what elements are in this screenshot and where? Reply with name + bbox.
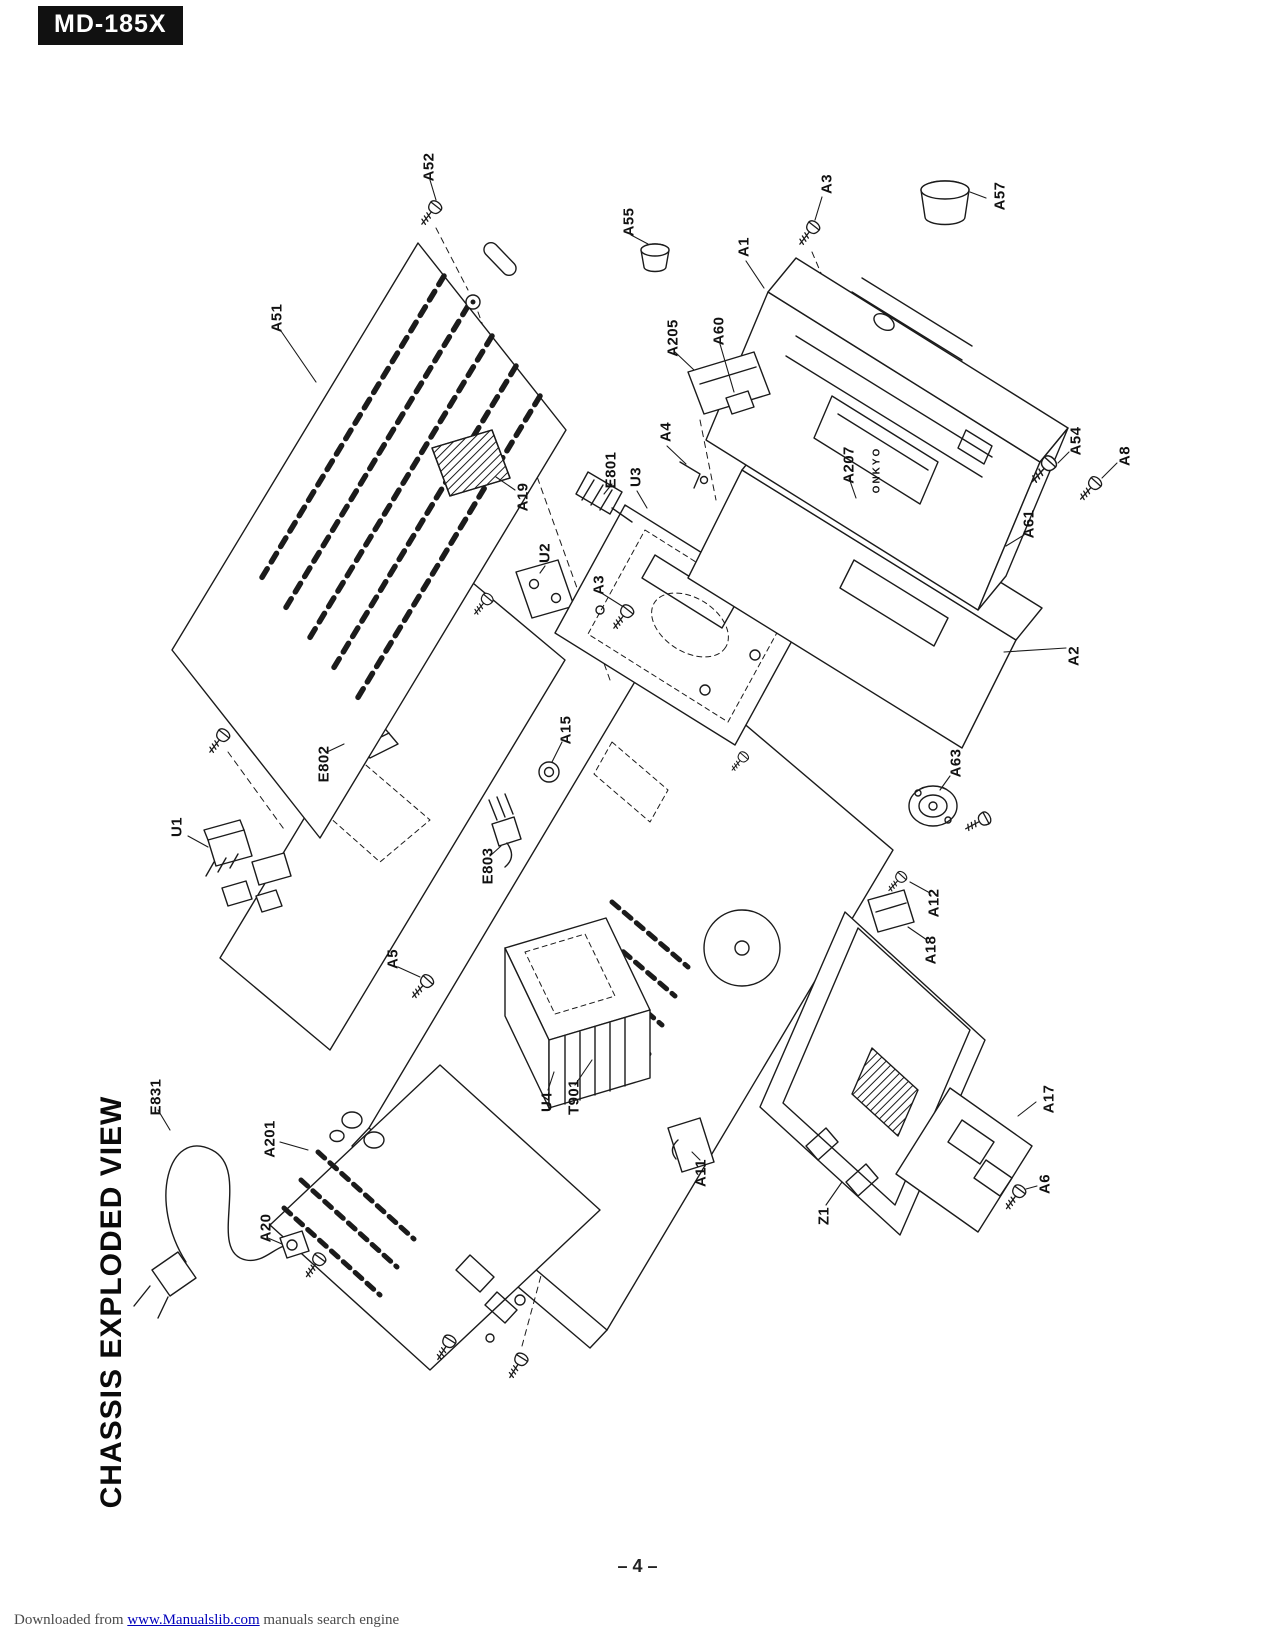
part-label-e803: E803 [479, 847, 497, 885]
manualslib-link[interactable]: www.Manualslib.com [127, 1612, 260, 1628]
part-label-u4: U4 [538, 1092, 556, 1112]
part-label-a5: A5 [384, 949, 402, 969]
part-label-e802: E802 [315, 745, 333, 783]
part-label-a201: A201 [261, 1120, 279, 1158]
part-main-pcb [219, 567, 566, 1051]
part-label-a15: A15 [557, 715, 575, 745]
part-a55-cap [640, 243, 670, 273]
part-label-a18: A18 [922, 935, 940, 965]
part-label-a4: A4 [657, 422, 675, 442]
part-a205-door [687, 351, 771, 415]
part-label-a57: A57 [991, 181, 1009, 211]
part-t901-transformer [504, 917, 651, 1109]
part-u1-power-connectors [203, 819, 292, 913]
part-label-u2: U2 [536, 543, 554, 563]
part-a15-grommet [538, 761, 560, 783]
part-label-a61: A61 [1020, 509, 1038, 539]
part-label-a55: A55 [620, 207, 638, 237]
leader-lines [157, 179, 1118, 1245]
part-label-e801: E801 [602, 451, 620, 489]
part-e803-connector [488, 793, 522, 868]
part-label-a3: A3 [818, 174, 836, 194]
model-badge: MD-185X [38, 6, 183, 45]
part-label-a63: A63 [947, 748, 965, 778]
part-label-a51: A51 [268, 303, 286, 333]
part-a63-motor [908, 785, 958, 827]
page-number: – 4 – [617, 1556, 658, 1576]
part-label-a52: A52 [420, 152, 438, 182]
part-a57-knob [920, 180, 970, 226]
part-e801-ribbon [575, 471, 633, 523]
part-label-t901: T901 [565, 1079, 583, 1115]
part-a20-cord-clamp [279, 1230, 310, 1259]
part-e831-power-cord [133, 1145, 285, 1319]
part-a201-bottom-panel [269, 1064, 601, 1371]
part-a4-lever [679, 461, 709, 489]
part-label-a2: A2 [1065, 646, 1083, 666]
part-a11-bracket [667, 1117, 715, 1173]
part-label-a8: A8 [1116, 446, 1134, 466]
part-label-a11: A11 [692, 1159, 710, 1187]
part-label-a205: A205 [664, 319, 682, 357]
part-a19-insulator [431, 429, 511, 497]
part-a51-top-cover [171, 241, 567, 839]
part-label-u1: U1 [168, 817, 186, 837]
diagram-title: CHASSIS EXPLODED VIEW [95, 1095, 128, 1509]
part-label-a207: A207 [840, 446, 858, 484]
part-label-u3: U3 [627, 467, 645, 487]
part-label-onkyo: ONKYO [871, 446, 883, 494]
part-label-a60: A60 [710, 316, 728, 346]
footer-suffix: manuals search engine [259, 1612, 400, 1628]
footer-prefix: Downloaded from [14, 1612, 128, 1628]
part-a18-bracket [867, 889, 915, 933]
part-label-a17: A17 [1040, 1084, 1058, 1114]
part-label-a20: A20 [257, 1213, 275, 1243]
part-label-a12: A12 [925, 888, 943, 918]
part-label-e831: E831 [147, 1078, 165, 1116]
part-label-a54: A54 [1067, 426, 1085, 456]
part-label-a3: A3 [590, 575, 608, 595]
part-label-a19: A19 [514, 482, 532, 512]
part-label-z1: Z1 [815, 1206, 833, 1226]
footer: Downloaded from www.Manualslib.com manua… [14, 1612, 399, 1629]
part-label-a6: A6 [1036, 1174, 1054, 1194]
part-label-a1: A1 [735, 237, 753, 257]
part-a17-bracket [895, 1087, 1033, 1233]
